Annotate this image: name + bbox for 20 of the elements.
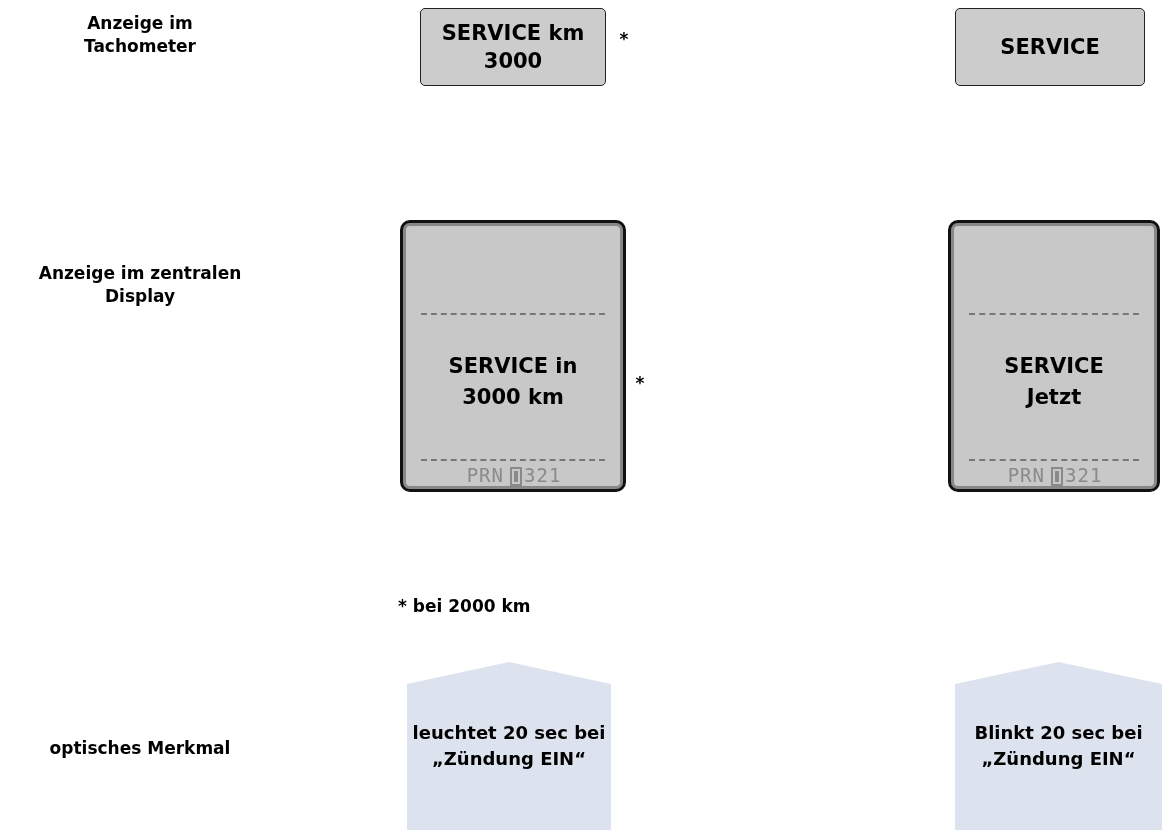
row-heading: optisches Merkmal (48, 737, 232, 760)
footnote-mark: * (634, 372, 646, 395)
display-screen (948, 220, 1160, 492)
display-screen (400, 220, 626, 492)
footnote-mark: * (618, 28, 630, 51)
feature-text: leuchtet 20 sec bei „Zündung EIN“ (411, 721, 607, 771)
row-heading: Anzeige im Tachometer (83, 12, 197, 58)
display-text: SERVICE (1000, 34, 1100, 61)
feature-text: Blinkt 20 sec bei „Zündung EIN“ (973, 721, 1144, 771)
footnote: * bei 2000 km (398, 595, 532, 618)
row-heading: Anzeige im zentralen Display (37, 262, 243, 308)
display-text: SERVICE km 3000 (440, 20, 586, 75)
display-text: SERVICE in 3000 km (447, 353, 579, 411)
display-panel (955, 8, 1145, 86)
gear-indicator-text: PRN (1007, 464, 1045, 486)
gear-indicator-text: 321 (1065, 464, 1103, 486)
gear-indicator-text: PRN (466, 464, 504, 486)
gear-indicator-text: 321 (524, 464, 562, 486)
display-panel (420, 8, 606, 86)
display-text: SERVICE Jetzt (1003, 353, 1105, 411)
